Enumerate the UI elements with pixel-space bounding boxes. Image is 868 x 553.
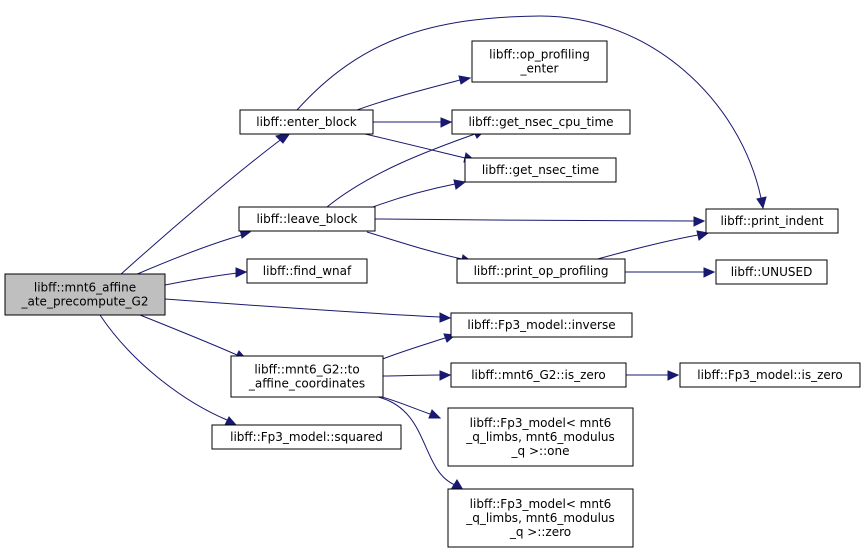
node-label: libff::mnt6_G2::to <box>254 363 359 377</box>
edge-print-op-prof-unused <box>625 267 716 278</box>
node-fp3-model-inverse[interactable]: libff::Fp3_model::inverse <box>450 312 633 338</box>
node-label: _ate_precompute_G2 <box>21 295 149 309</box>
edge-root-squared <box>99 314 238 426</box>
node-fp3-model-squared[interactable]: libff::Fp3_model::squared <box>211 424 402 450</box>
node-find-wnaf[interactable]: libff::find_wnaf <box>246 258 368 284</box>
node-label: libff::mnt6_affine <box>34 281 136 295</box>
node-label: libff::op_profiling <box>489 48 590 62</box>
node-mnt6-affine-ate-precompute-g2[interactable]: libff::mnt6_affine_ate_precompute_G2 <box>4 273 166 316</box>
node-label: libff::enter_block <box>256 115 357 129</box>
edge-leave-block-print-op-prof <box>366 231 474 265</box>
node-label: _q >::one <box>511 444 570 458</box>
edge-root-to-affine <box>139 314 248 360</box>
edge-print-op-prof-print-indent <box>593 230 710 261</box>
node-fp3-model-is-zero[interactable]: libff::Fp3_model::is_zero <box>679 362 861 388</box>
edge-g2-is-zero-fp3-is-zero <box>626 370 680 381</box>
node-print-op-profiling[interactable]: libff::print_op_profiling <box>456 258 626 284</box>
edge-root-inverse <box>164 298 452 323</box>
edge-enter-block-cpu-time <box>373 117 453 128</box>
edge-root-leave-block <box>134 228 252 276</box>
node-label: libff::Fp3_model::squared <box>230 430 383 444</box>
edge-enter-block-print-indent <box>296 15 767 210</box>
node-label: libff::Fp3_model< mnt6 <box>470 416 612 430</box>
node-op-profiling-enter[interactable]: libff::op_profiling_enter <box>471 40 608 83</box>
edge-to-affine-inverse <box>379 333 457 361</box>
edge-to-affine-g2-is-zero <box>382 370 452 381</box>
node-label: libff::leave_block <box>256 212 357 226</box>
node-label: libff::get_nsec_time <box>482 163 599 177</box>
node-label: libff::find_wnaf <box>263 264 352 278</box>
node-leave-block[interactable]: libff::leave_block <box>238 206 376 232</box>
node-label: _enter <box>519 62 558 76</box>
edge-enter-block-nsec-time <box>364 133 476 163</box>
edge-root-find-wnaf <box>164 267 248 286</box>
node-label: _q_limbs, mnt6_modulus <box>465 430 615 444</box>
node-enter-block[interactable]: libff::enter_block <box>239 109 374 135</box>
node-fp3-model-zero[interactable]: libff::Fp3_model< mnt6_q_limbs, mnt6_mod… <box>447 488 634 548</box>
node-get-nsec-time[interactable]: libff::get_nsec_time <box>464 157 617 183</box>
edge-root-enter-block <box>119 132 292 276</box>
node-label: libff::UNUSED <box>731 265 813 279</box>
node-mnt6-g2-to-affine-coordinates[interactable]: libff::mnt6_G2::to_affine_coordinates <box>230 355 384 398</box>
edge-leave-block-print-indent <box>374 216 706 227</box>
node-label: libff::Fp3_model::is_zero <box>697 368 843 382</box>
node-unused[interactable]: libff::UNUSED <box>715 259 828 285</box>
node-label: libff::print_op_profiling <box>474 264 609 278</box>
edge-enter-block-op-prof-enter <box>356 75 472 111</box>
edge-leave-block-cpu-time <box>326 129 487 208</box>
node-label: _q_limbs, mnt6_modulus <box>465 511 615 525</box>
node-label: libff::get_nsec_cpu_time <box>468 115 613 129</box>
node-fp3-model-one[interactable]: libff::Fp3_model< mnt6_q_limbs, mnt6_mod… <box>447 407 634 467</box>
edge-leave-block-nsec-time <box>372 179 467 208</box>
node-label: libff::Fp3_model< mnt6 <box>470 497 612 511</box>
node-label: _q >::zero <box>509 525 571 539</box>
node-label: _affine_coordinates <box>248 377 365 391</box>
node-mnt6-g2-is-zero[interactable]: libff::mnt6_G2::is_zero <box>450 362 627 388</box>
node-get-nsec-cpu-time[interactable]: libff::get_nsec_cpu_time <box>451 109 631 135</box>
node-label: libff::print_indent <box>720 214 823 228</box>
node-print-indent[interactable]: libff::print_indent <box>705 208 839 234</box>
node-label: libff::mnt6_G2::is_zero <box>471 368 606 382</box>
node-label: libff::Fp3_model::inverse <box>467 318 615 332</box>
